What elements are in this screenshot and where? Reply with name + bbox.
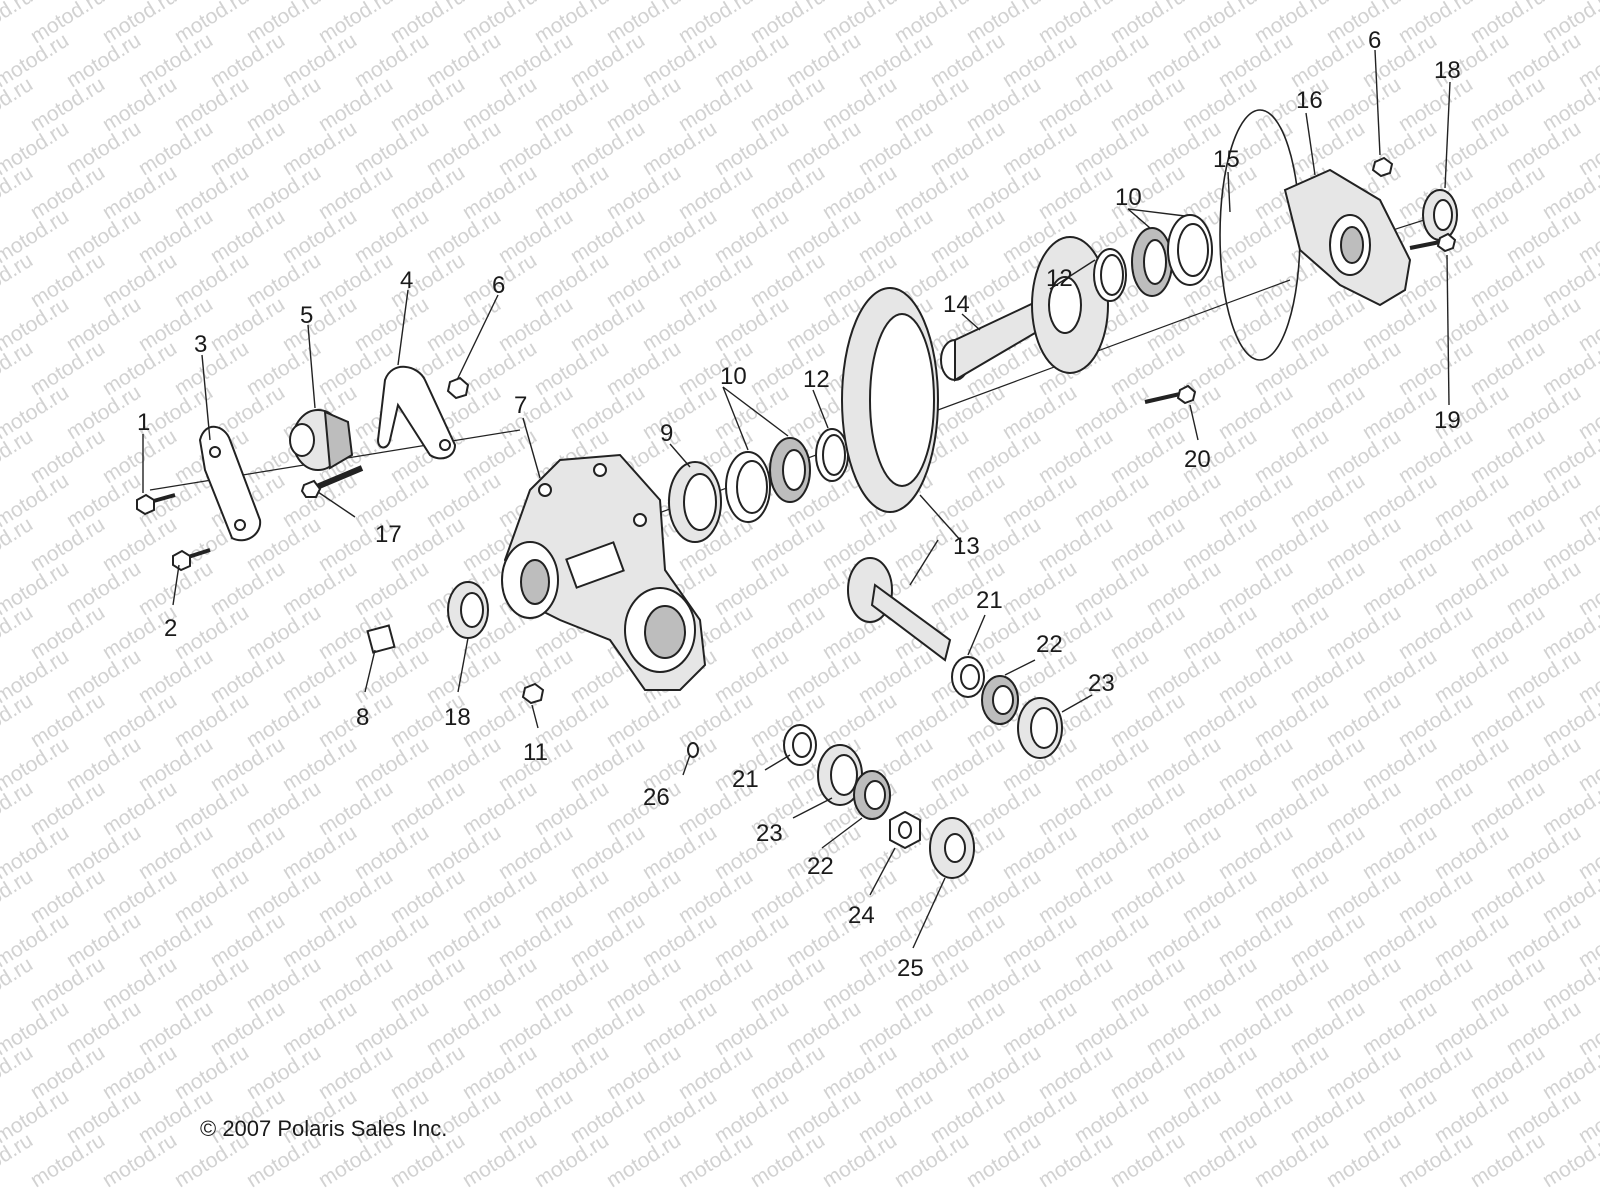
callout-3: 3	[194, 331, 207, 358]
shim-part-21-lower[interactable]	[783, 724, 817, 766]
bolt-part-17[interactable]	[300, 465, 364, 498]
callout-9: 9	[660, 420, 673, 447]
callout-15: 15	[1213, 146, 1240, 173]
mount-part-5[interactable]	[289, 409, 354, 471]
callout-20: 20	[1184, 446, 1211, 473]
callout-6-right: 6	[1368, 27, 1381, 54]
plug-part-11[interactable]	[521, 682, 545, 705]
callout-17: 17	[375, 521, 402, 548]
callout-10-left: 10	[720, 363, 747, 390]
callout-22-upper: 22	[1036, 631, 1063, 658]
callout-5: 5	[300, 302, 313, 329]
watermark-text: motod.ru	[0, 0, 37, 48]
callout-21-lower: 21	[732, 766, 759, 793]
nut-part-6-right[interactable]	[1371, 156, 1394, 178]
callout-21-upper: 21	[976, 587, 1003, 614]
callout-8: 8	[356, 704, 369, 731]
callout-2: 2	[164, 615, 177, 642]
ring-gear-part-13[interactable]	[841, 287, 939, 513]
bearing-cone-part-10-right[interactable]	[1131, 227, 1173, 297]
callout-18-left: 18	[444, 704, 471, 731]
bolt-part-19[interactable]	[1409, 232, 1457, 253]
shim-part-21-upper[interactable]	[951, 656, 985, 698]
gear-housing-part-7[interactable]	[501, 453, 707, 691]
nut-part-24[interactable]	[889, 810, 921, 850]
washer-part-25[interactable]	[929, 817, 975, 879]
seal-part-18-right[interactable]	[1422, 189, 1458, 241]
bearing-race-part-10-left[interactable]	[725, 451, 771, 523]
callout-22-lower: 22	[807, 853, 834, 880]
bearing-cone-part-10-left[interactable]	[769, 437, 811, 503]
callout-18-right: 18	[1434, 57, 1461, 84]
bearing-part-22-lower[interactable]	[853, 770, 891, 820]
callout-10-right: 10	[1115, 184, 1142, 211]
bolt-part-20[interactable]	[1144, 384, 1197, 405]
callout-11: 11	[523, 739, 548, 766]
callout-23-lower: 23	[756, 820, 783, 847]
bracket-part-4[interactable]	[376, 365, 457, 460]
callout-labels: 1 2 3 4 5 6 6 7 8 9 10 10 11 12 12 13 14…	[137, 27, 1461, 982]
callout-16: 16	[1296, 87, 1323, 114]
cover-part-16[interactable]	[1283, 168, 1412, 307]
pin-part-26[interactable]	[687, 742, 699, 758]
pinion-gear-part[interactable]	[847, 557, 952, 662]
callout-6-left: 6	[492, 272, 505, 299]
seal-part-9[interactable]	[668, 461, 722, 543]
plug-part-8[interactable]	[366, 624, 396, 654]
copyright-notice: © 2007 Polaris Sales Inc.	[200, 1116, 448, 1141]
callout-26: 26	[643, 784, 670, 811]
leader-lines	[142, 49, 1451, 949]
callout-12-right: 12	[1046, 265, 1073, 292]
bolt-part-1[interactable]	[136, 493, 176, 516]
callout-7: 7	[514, 392, 527, 419]
bearing-race-part-10-right[interactable]	[1167, 214, 1213, 286]
shim-part-12-right[interactable]	[1093, 248, 1127, 302]
callout-1: 1	[137, 409, 150, 436]
bracket-part-3[interactable]	[198, 425, 262, 542]
callout-12-left: 12	[803, 366, 830, 393]
callout-23-upper: 23	[1088, 670, 1115, 697]
shim-part-12-left[interactable]	[815, 428, 849, 482]
bolt-part-2[interactable]	[172, 548, 211, 572]
watermark-text: motod.ru	[1574, 0, 1600, 4]
callout-19: 19	[1434, 407, 1461, 434]
callout-24: 24	[848, 902, 875, 929]
seal-part-18-left[interactable]	[447, 581, 489, 639]
hub-part-14[interactable]	[940, 236, 1109, 382]
race-part-23-upper[interactable]	[1017, 697, 1063, 759]
bearing-part-22-upper[interactable]	[981, 675, 1019, 725]
callout-4: 4	[400, 267, 413, 294]
callout-25: 25	[897, 955, 924, 982]
nut-part-6-left[interactable]	[446, 376, 470, 400]
callout-13: 13	[953, 533, 980, 560]
callout-14: 14	[943, 291, 970, 318]
